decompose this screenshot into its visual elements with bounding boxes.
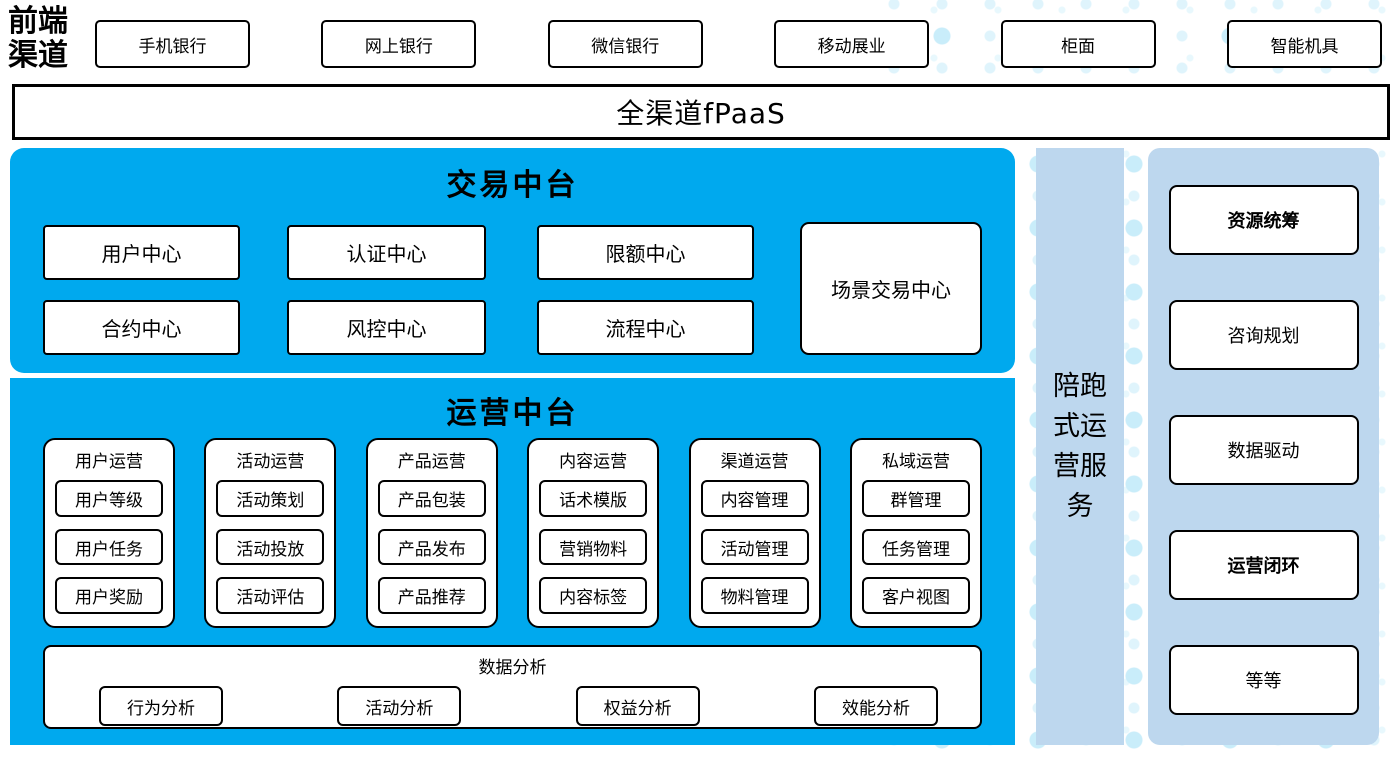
channel-box-online-banking: 网上银行 — [321, 20, 477, 68]
group-item: 内容标签 — [539, 577, 648, 615]
analysis-box-rights: 权益分析 — [575, 686, 700, 726]
service-box-consulting-planning: 咨询规划 — [1168, 300, 1359, 370]
group-title: 内容运营 — [559, 452, 628, 472]
center-box-scenario-transaction: 场景交易中心 — [800, 222, 982, 355]
group-title: 渠道运营 — [720, 452, 789, 472]
group-item: 活动投放 — [216, 528, 325, 566]
group-item: 活动管理 — [700, 528, 809, 566]
group-product-operation: 产品运营 产品包装 产品发布 产品推荐 — [365, 438, 498, 628]
group-activity-operation: 活动运营 活动策划 活动投放 活动评估 — [204, 438, 337, 628]
group-item: 活动策划 — [216, 480, 325, 517]
channel-box-counter: 柜面 — [1000, 20, 1156, 68]
operation-groups-row: 用户运营 用户等级 用户任务 用户奖励 活动运营 活动策划 活动投放 活动评估 … — [43, 438, 982, 628]
service-column: 资源统筹 咨询规划 数据驱动 运营闭环 等等 — [1148, 148, 1379, 745]
group-title: 活动运营 — [236, 452, 305, 472]
group-item: 群管理 — [861, 480, 970, 517]
front-channels-row: 手机银行 网上银行 微信银行 移动展业 柜面 智能机具 — [95, 20, 1382, 68]
data-analysis-panel: 数据分析 行为分析 活动分析 权益分析 效能分析 — [43, 645, 982, 729]
center-box-risk-control: 风控中心 — [287, 300, 486, 355]
group-user-operation: 用户运营 用户等级 用户任务 用户奖励 — [43, 438, 175, 628]
group-item: 产品发布 — [377, 528, 486, 566]
center-box-contract: 合约中心 — [43, 300, 240, 355]
service-box-operation-loop: 运营闭环 — [1168, 530, 1359, 600]
data-analysis-title: 数据分析 — [478, 658, 547, 678]
group-item: 营销物料 — [539, 528, 648, 566]
analysis-box-activity: 活动分析 — [337, 686, 462, 726]
analysis-box-behavior: 行为分析 — [99, 686, 223, 726]
group-content-operation: 内容运营 话术模版 营销物料 内容标签 — [527, 438, 660, 628]
group-channel-operation: 渠道运营 内容管理 活动管理 物料管理 — [688, 438, 821, 628]
channel-box-mobile-outreach: 移动展业 — [774, 20, 930, 68]
center-box-process: 流程中心 — [537, 300, 754, 355]
analysis-box-efficiency: 效能分析 — [813, 686, 938, 726]
operation-platform-title: 运营中台 — [446, 396, 579, 431]
group-title: 用户运营 — [75, 452, 143, 472]
service-box-data-driven: 数据驱动 — [1168, 415, 1359, 485]
group-item: 内容管理 — [700, 480, 809, 517]
front-channels-label: 前端渠道 — [8, 4, 68, 73]
operation-platform-block: 运营中台 用户运营 用户等级 用户任务 用户奖励 活动运营 活动策划 活动投放 … — [10, 378, 1015, 745]
center-box-user: 用户中心 — [43, 225, 240, 280]
group-title: 产品运营 — [397, 452, 466, 472]
transaction-platform-title: 交易中台 — [446, 168, 579, 203]
group-item: 用户等级 — [55, 480, 163, 517]
channel-box-smart-devices: 智能机具 — [1226, 20, 1382, 68]
data-analysis-items: 行为分析 活动分析 权益分析 效能分析 — [45, 678, 980, 726]
group-item: 产品包装 — [377, 480, 486, 517]
group-private-domain-operation: 私域运营 群管理 任务管理 客户视图 — [849, 438, 982, 628]
group-item: 用户奖励 — [55, 577, 163, 615]
companion-service-label: 陪跑式运营服务 — [1053, 370, 1107, 522]
center-box-authentication: 认证中心 — [287, 225, 486, 280]
group-item: 客户视图 — [861, 577, 970, 615]
service-box-resource-coordination: 资源统筹 — [1168, 185, 1359, 255]
companion-service-bar: 陪跑式运营服务 — [1036, 148, 1124, 745]
center-box-limit: 限额中心 — [537, 225, 754, 280]
group-item: 活动评估 — [216, 577, 325, 615]
group-item: 话术模版 — [539, 480, 648, 517]
group-item: 任务管理 — [861, 528, 970, 566]
channel-box-mobile-banking: 手机银行 — [95, 20, 250, 68]
channel-box-wechat-banking: 微信银行 — [547, 20, 703, 68]
service-box-etc: 等等 — [1168, 645, 1359, 715]
fpaas-bar: 全渠道fPaaS — [12, 84, 1390, 140]
group-item: 物料管理 — [700, 577, 809, 615]
group-item: 用户任务 — [55, 528, 163, 566]
group-title: 私域运营 — [881, 452, 950, 472]
group-item: 产品推荐 — [377, 577, 486, 615]
transaction-platform-block: 交易中台 用户中心 认证中心 限额中心 合约中心 风控中心 流程中心 场景交易中… — [10, 148, 1015, 373]
